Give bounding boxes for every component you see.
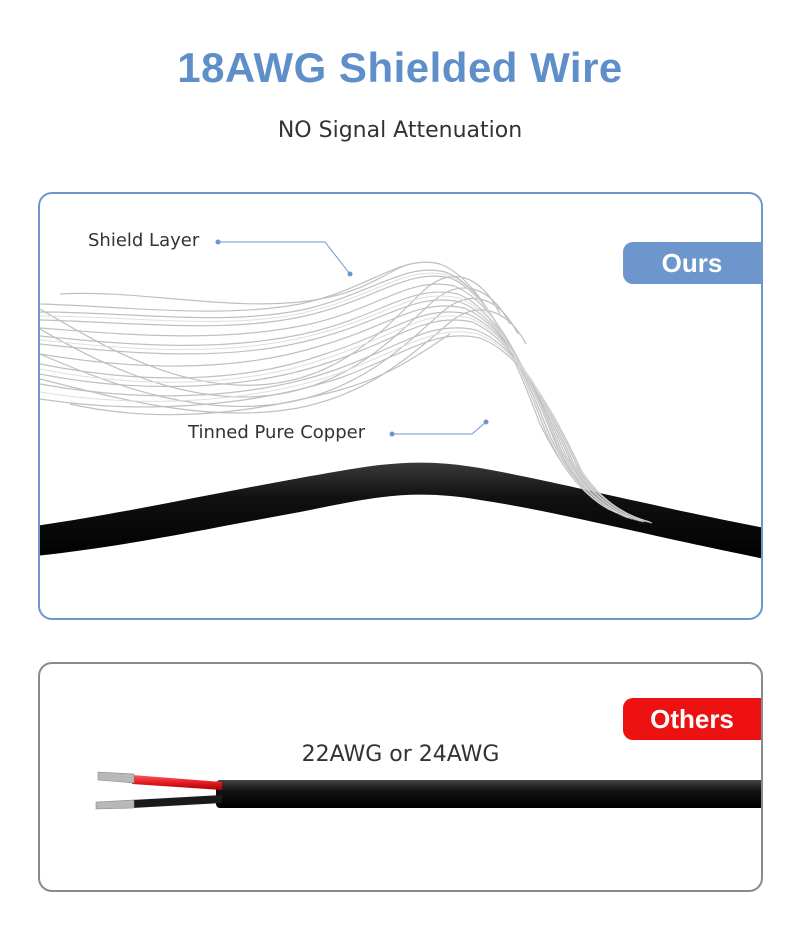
- thin-cable-illustration: [95, 771, 761, 810]
- shielded-cable-illustration: [40, 239, 761, 559]
- others-panel: Others 22AWG or 24AWG: [38, 662, 763, 892]
- others-tag: Others: [623, 698, 761, 740]
- shield-layer-callout: Shield Layer: [88, 230, 200, 251]
- gauge-label: 22AWG or 24AWG: [301, 742, 500, 767]
- page-title: 18AWG Shielded Wire: [177, 44, 623, 91]
- tinned-copper-callout: Tinned Pure Copper: [188, 422, 366, 443]
- ours-tag: Ours: [623, 242, 761, 284]
- callout-leaders: [218, 241, 487, 435]
- ours-panel: Shield Layer Tinned Pure Copper Ours: [38, 192, 763, 620]
- red-conductor: [97, 771, 135, 784]
- page-subtitle: NO Signal Attenuation: [277, 118, 523, 143]
- shield-braid: [40, 261, 653, 524]
- black-conductor: [95, 799, 135, 810]
- red-wire: [132, 775, 222, 790]
- black-wire: [132, 795, 222, 808]
- black-cable: [40, 462, 761, 559]
- outer-jacket: [216, 780, 761, 808]
